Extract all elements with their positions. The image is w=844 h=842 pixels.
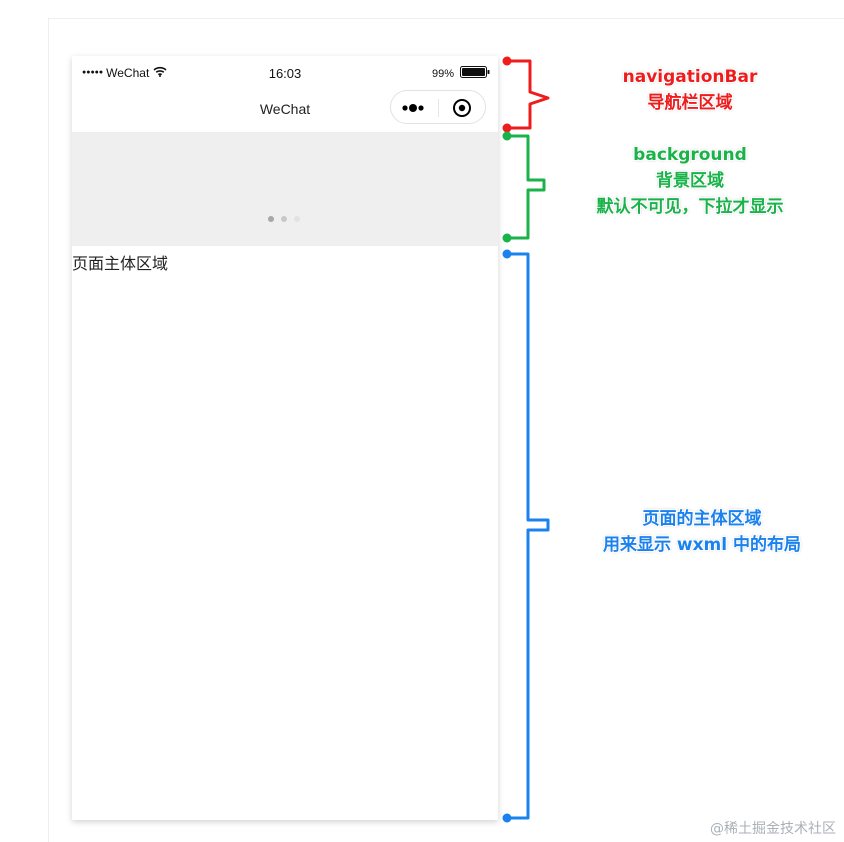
more-button[interactable]	[391, 91, 438, 123]
status-left: ●●●●● WeChat	[82, 66, 167, 80]
page-body-annotation: 页面的主体区域 用来显示 wxml 中的布局	[572, 506, 832, 558]
background-annotation-line: background	[633, 145, 747, 165]
phone-simulator: ●●●●● WeChat 16:03 99%	[72, 56, 498, 820]
background-area	[72, 132, 498, 246]
capsule-menu	[390, 90, 486, 124]
close-target-icon	[453, 99, 471, 117]
page-body-text: 页面主体区域	[72, 254, 169, 273]
carrier-label: WeChat	[106, 66, 150, 80]
background-bracket	[502, 131, 546, 243]
status-time: 16:03	[268, 66, 302, 81]
background-annotation: background 背景区域 默认不可见，下拉才显示	[570, 142, 810, 220]
page-body: 页面主体区域	[72, 246, 498, 820]
wifi-icon	[153, 66, 167, 80]
page-body-annotation-line: 用来显示 wxml 中的布局	[602, 535, 802, 555]
page-body-bracket	[502, 249, 550, 823]
navbar-annotation-line: 导航栏区域	[647, 93, 733, 113]
more-dots-icon	[402, 104, 424, 112]
navigation-bar: WeChat	[72, 90, 498, 132]
close-button[interactable]	[439, 91, 485, 123]
frame-edge-top	[48, 18, 844, 19]
background-annotation-line: 背景区域	[656, 171, 724, 191]
nav-title: WeChat	[259, 101, 311, 117]
loading-dots-icon	[268, 216, 300, 222]
background-annotation-line: 默认不可见，下拉才显示	[596, 197, 784, 217]
battery-percent: 99%	[431, 67, 454, 80]
page-body-annotation-line: 页面的主体区域	[642, 509, 762, 529]
watermark: @稀土掘金技术社区	[710, 821, 836, 837]
navbar-bracket	[502, 56, 550, 133]
frame-edge-left	[48, 18, 49, 842]
capsule-divider	[438, 99, 439, 117]
navbar-annotation-line: navigationBar	[622, 67, 758, 87]
status-right: 99%	[432, 66, 490, 81]
navbar-annotation: navigationBar 导航栏区域	[600, 64, 780, 116]
signal-strength-icon: ●●●●●	[82, 68, 104, 76]
battery-icon	[460, 66, 490, 81]
status-bar: ●●●●● WeChat 16:03 99%	[72, 56, 498, 90]
